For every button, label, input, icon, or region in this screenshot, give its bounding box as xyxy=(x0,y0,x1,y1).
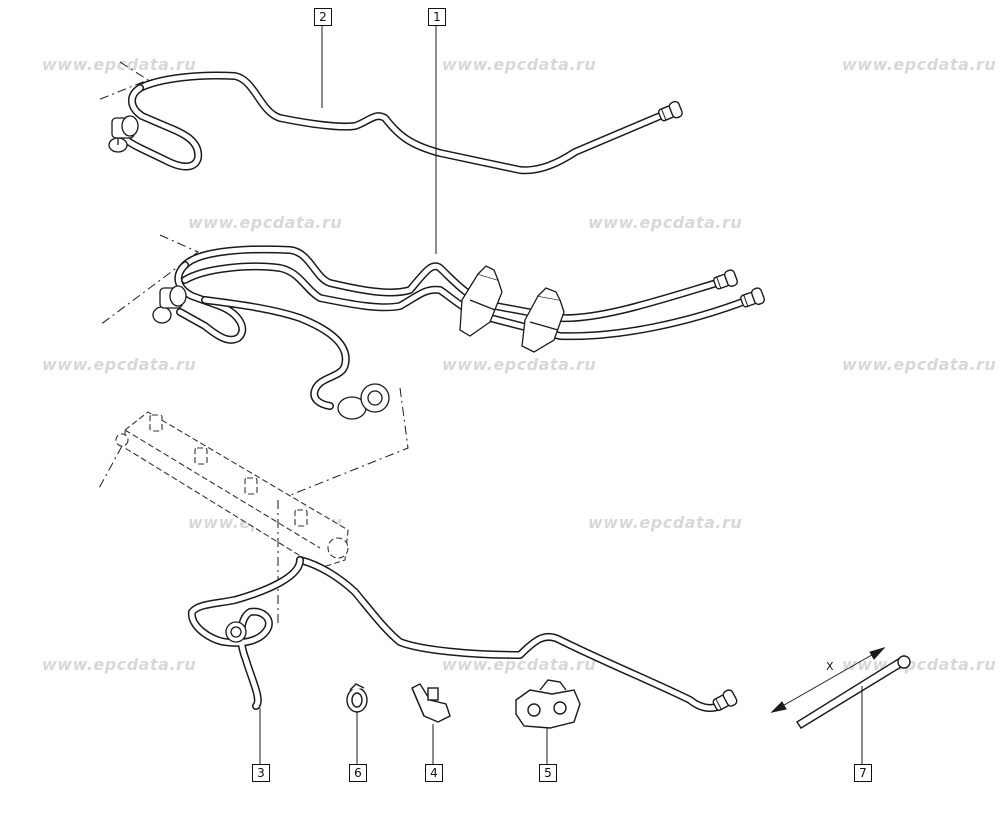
pipe-1-lower-leader-dashed xyxy=(277,387,409,501)
rail-leader-dashed xyxy=(97,445,123,491)
pipe-1-injector-connector-left xyxy=(152,285,187,324)
callout-1: 1 xyxy=(428,8,446,26)
pipe-1-injector-connector-lower xyxy=(337,383,390,420)
fuel-pipe-1 xyxy=(174,245,752,410)
callout-2: 2 xyxy=(314,8,332,26)
fuel-rail-phantom xyxy=(115,411,349,569)
callout-5: 5 xyxy=(539,764,557,782)
pipe-1-end-connector-lower xyxy=(738,286,767,311)
dimension-line-x xyxy=(770,647,886,713)
fuel-pipe-3 xyxy=(187,556,724,712)
callout-6: 6 xyxy=(349,764,367,782)
pipe-2-end-connector xyxy=(656,99,685,125)
pipe-2-leader-dashed xyxy=(97,61,150,101)
clip-4 xyxy=(411,683,451,723)
hose-clamp-6 xyxy=(346,683,368,713)
cable-tie-7 xyxy=(796,655,911,729)
fuel-pipe-2 xyxy=(115,71,664,175)
pipe-1-clip-right xyxy=(521,287,565,353)
callout-7: 7 xyxy=(854,764,872,782)
pipe-2-injector-connector xyxy=(108,115,139,153)
callout-4: 4 xyxy=(425,764,443,782)
callout-leaders xyxy=(259,26,863,764)
pipe-3-injector-connector xyxy=(225,621,247,643)
pipe-1-leader-dashed xyxy=(99,234,199,326)
callout-3: 3 xyxy=(252,764,270,782)
dimension-label: X xyxy=(826,660,834,673)
double-clip-5 xyxy=(515,679,581,729)
pipe-1-end-connector-upper xyxy=(711,268,740,293)
pipe-1-clip-left xyxy=(459,265,503,337)
